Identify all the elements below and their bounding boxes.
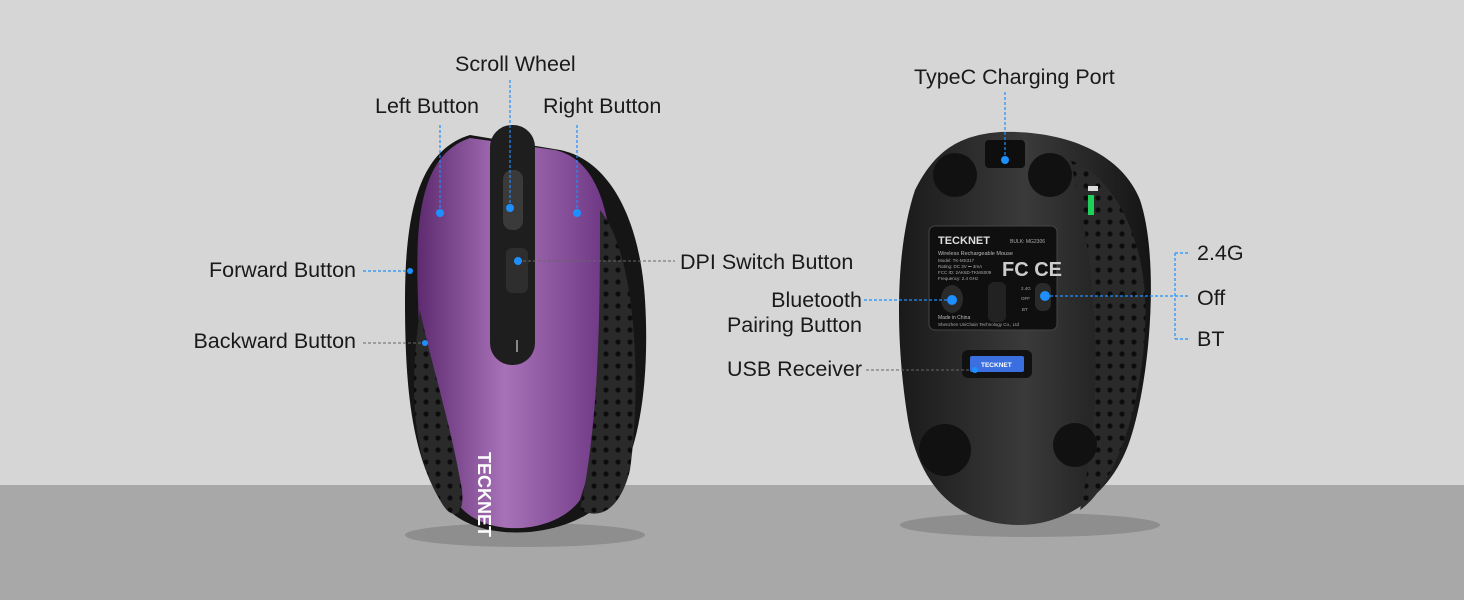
svg-text:Made in China: Made in China [938, 315, 970, 321]
fc-ce-marks: FC CE [1002, 259, 1062, 281]
svg-text:Model: TK-MS317: Model: TK-MS317 [938, 258, 975, 263]
svg-text:Shenzhen UniChain Technology C: Shenzhen UniChain Technology Co., Ltd [938, 322, 1019, 327]
left-mouse-shadow [405, 523, 645, 547]
svg-text:BT: BT [1022, 307, 1028, 312]
label-dpi-switch-button: DPI Switch Button [680, 250, 854, 274]
center-strip [490, 125, 535, 365]
svg-text:Wireless Rechargeable Mouse: Wireless Rechargeable Mouse [938, 251, 1013, 257]
svg-text:FCC ID: 2AK6D-TKMS009: FCC ID: 2AK6D-TKMS009 [938, 270, 992, 275]
svg-text:Rating: DC 3V ⎓ 3mA: Rating: DC 3V ⎓ 3mA [938, 264, 982, 269]
callout-lines [363, 80, 1190, 340]
svg-text:OFF: OFF [1021, 296, 1030, 301]
floor-background [0, 485, 1464, 600]
right-mouse-bottom-view: TECKNET BULK: MG2306 Wireless Rechargeab… [898, 131, 1151, 525]
label-scroll-wheel: Scroll Wheel [455, 52, 576, 76]
svg-text:BULK: MG2306: BULK: MG2306 [1010, 239, 1045, 245]
svg-text:Frequency: 2.4 GHz: Frequency: 2.4 GHz [938, 276, 979, 281]
label-usb-receiver: USB Receiver [726, 357, 862, 381]
label-backward-button: Backward Button [193, 329, 356, 353]
label-bluetooth: Bluetooth [771, 288, 862, 312]
svg-text:TECKNET: TECKNET [981, 362, 1012, 369]
usb-receiver [970, 356, 1024, 372]
label-switch-bt: BT [1197, 327, 1225, 351]
label-switch-off: Off [1197, 286, 1226, 310]
callout-dots [407, 156, 1050, 373]
left-mouse-top-view: TECKNET [405, 125, 647, 537]
svg-text:TECKNET: TECKNET [938, 235, 990, 247]
label-switch-24g: 2.4G [1197, 241, 1244, 265]
battery-icon [1088, 186, 1098, 191]
right-mouse-shadow [900, 513, 1160, 537]
battery-led [1088, 195, 1094, 215]
receiver-slot [988, 282, 1006, 322]
svg-text:2.4G: 2.4G [1021, 286, 1031, 291]
dpi-button [506, 248, 528, 293]
label-typec-port: TypeC Charging Port [914, 65, 1115, 89]
scroll-wheel [503, 170, 523, 230]
label-right-button: Right Button [543, 94, 662, 118]
left-mouse-brand-logo: TECKNET [474, 452, 494, 537]
label-pairing-button: Pairing Button [726, 313, 862, 337]
label-forward-button: Forward Button [209, 258, 356, 282]
label-left-button: Left Button [375, 94, 479, 118]
